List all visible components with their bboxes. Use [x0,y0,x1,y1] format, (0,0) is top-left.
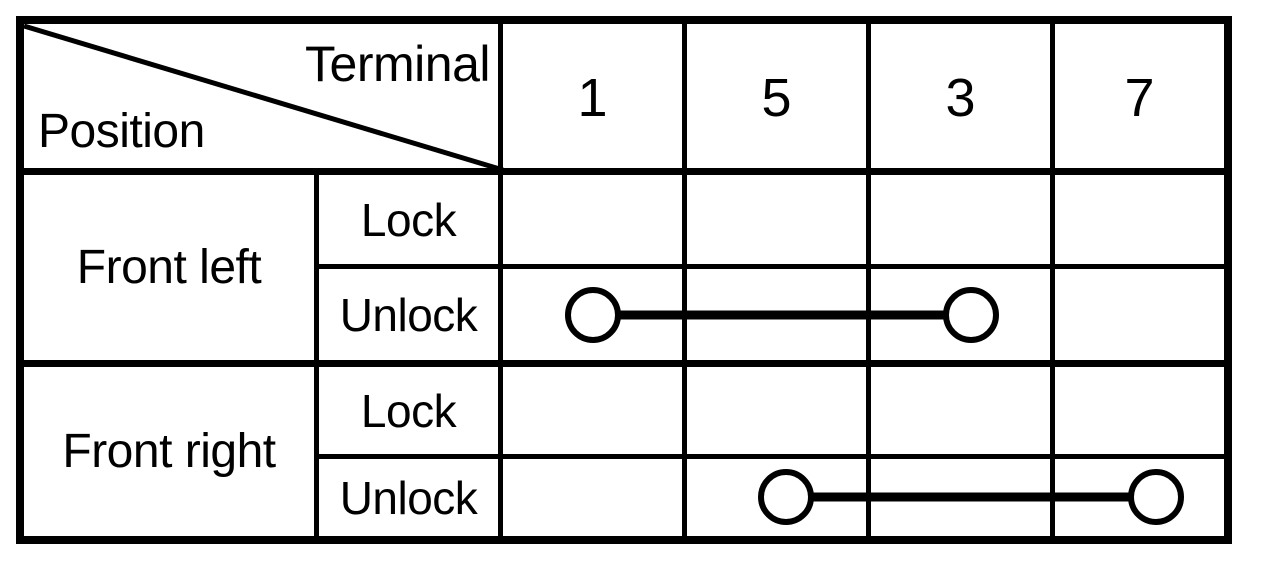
state-label-front-right-lock: Lock [319,367,498,454]
terminal-text: Terminal [305,36,490,92]
vrule-col-3-7 [1050,24,1055,536]
hrule-fl-lock-unlock [314,264,1224,269]
state-name: Lock [360,384,457,437]
position-label-front-left: Front left [24,175,314,360]
state-name: Lock [360,193,457,246]
hrule-header-bottom [24,168,1224,175]
terminal-column-header-3: 3 [871,66,1050,130]
position-label-front-right: Front right [24,367,314,536]
row-header-position-label: Position [38,102,458,162]
vrule-col-5-3 [866,24,871,536]
continuity-node-terminal-7 [1128,469,1184,525]
table-inner: Terminal Position 1 5 3 7 Front left [23,23,1224,536]
vrule-state-terminals [498,24,503,536]
continuity-table: Terminal Position 1 5 3 7 Front left [16,16,1232,544]
column-header-terminal-label: Terminal [24,34,490,94]
continuity-node-terminal-5 [758,469,814,525]
state-name: Unlock [339,288,478,341]
vrule-col-1-5 [682,24,687,536]
terminal-number: 1 [577,68,608,128]
continuity-node-terminal-3 [943,287,999,343]
continuity-node-terminal-1 [565,287,621,343]
state-label-front-left-lock: Lock [319,175,498,264]
state-label-front-right-unlock: Unlock [319,459,498,536]
terminal-number: 5 [761,68,792,128]
terminal-number: 3 [945,68,976,128]
position-name: Front left [76,240,262,294]
corner-diagonal-line [23,23,504,173]
terminal-column-header-1: 1 [503,66,682,130]
continuity-link-front-right-unlock-5-7 [758,469,1184,525]
state-label-front-left-unlock: Unlock [319,269,498,360]
position-name: Front right [62,424,276,478]
terminal-column-header-5: 5 [687,66,866,130]
terminal-number: 7 [1124,68,1155,128]
position-text: Position [38,105,205,158]
continuity-link-front-left-unlock-1-3 [565,287,999,343]
vrule-position-state [314,171,319,536]
hrule-fr-lock-unlock [314,454,1224,459]
terminal-column-header-7: 7 [1055,66,1224,130]
state-name: Unlock [339,471,478,524]
hrule-group-separator [24,360,1224,367]
